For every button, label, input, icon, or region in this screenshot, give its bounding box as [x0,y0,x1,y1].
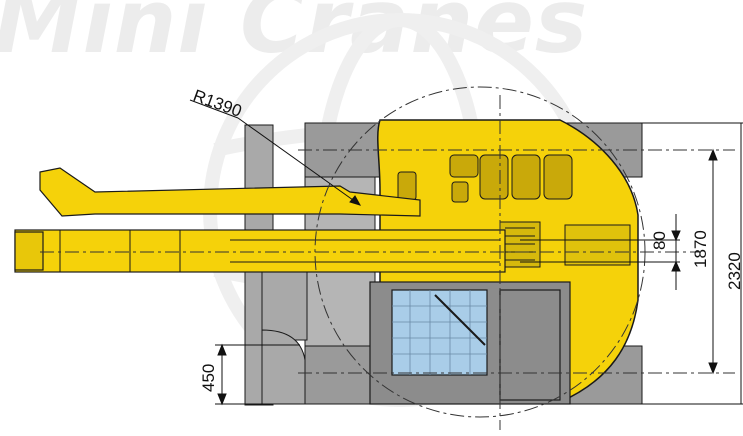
cover-vents [397,154,573,203]
dimension-450-label: 450 [199,364,218,392]
boom-sections [59,230,500,272]
radius-label: R1390 [191,86,245,121]
dim-2320-lines [640,122,743,405]
dim-450-lines [215,343,300,406]
radius-leader [189,99,362,206]
dimension-80-label: 80 [650,231,669,250]
operator-cab [369,281,571,405]
dimension-1870-label: 1870 [691,230,710,268]
main-boom [14,229,506,273]
dim-80-lines [520,214,681,290]
dim-1870-lines [708,148,718,375]
hook-block [14,231,44,271]
upper-jib [39,167,421,217]
dimension-2320-label: 2320 [725,252,743,290]
reference-lines [40,86,735,430]
winch [499,221,631,268]
